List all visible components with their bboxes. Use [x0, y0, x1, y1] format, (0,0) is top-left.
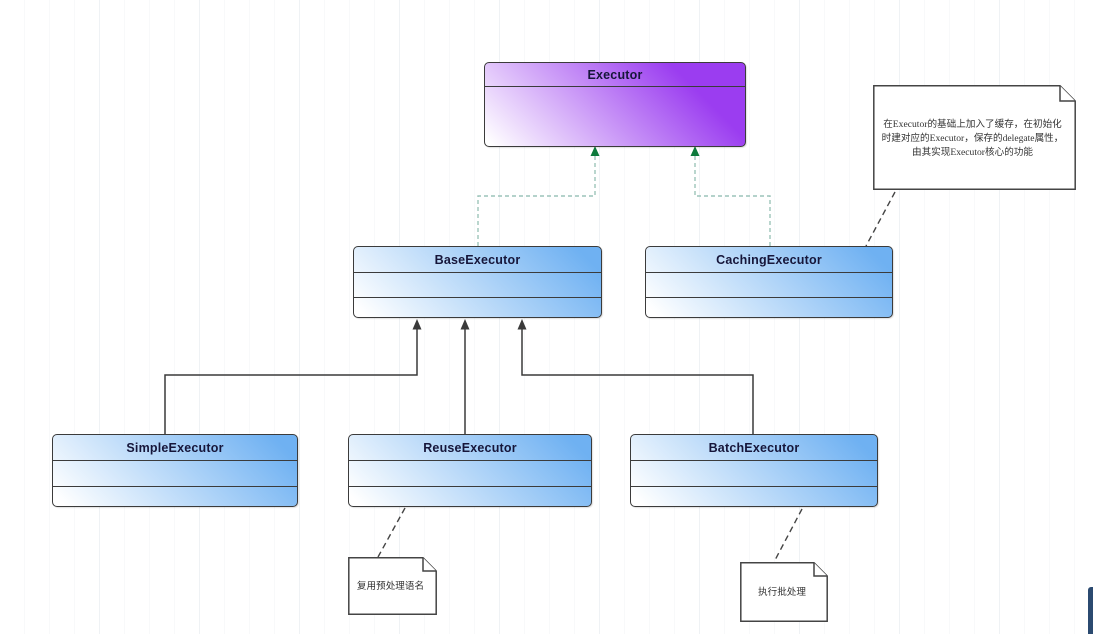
note-shape: [873, 85, 1076, 190]
note-shape: [740, 562, 828, 622]
class-name-label: BaseExecutor: [434, 252, 521, 267]
note-link-reuse: [377, 507, 406, 558]
realization-arrowhead: [590, 146, 600, 156]
attributes-compartment: [354, 272, 601, 297]
class-title-compartment: BatchExecutor: [631, 435, 877, 460]
methods-compartment: [646, 297, 892, 316]
class-simple-executor[interactable]: SimpleExecutor: [52, 434, 298, 507]
generalization-batch-to-base: [521, 329, 754, 434]
class-base-executor[interactable]: BaseExecutor: [353, 246, 602, 318]
class-title-compartment: SimpleExecutor: [53, 435, 297, 460]
note-link-caching: [865, 191, 896, 247]
methods-compartment: [631, 486, 877, 505]
class-title-compartment: CachingExecutor: [646, 247, 892, 272]
class-name-label: BatchExecutor: [708, 440, 800, 455]
methods-compartment: [349, 486, 591, 505]
attributes-compartment: [349, 460, 591, 486]
generalization-arrowhead: [460, 319, 470, 330]
class-title-compartment: ReuseExecutor: [349, 435, 591, 460]
class-title-compartment: BaseExecutor: [354, 247, 601, 272]
realization-base-to-executor: [477, 155, 596, 246]
class-name-label: Executor: [587, 67, 643, 82]
methods-compartment: [354, 297, 601, 316]
note-text: 执行批处理: [758, 586, 806, 598]
class-executor[interactable]: Executor: [484, 62, 746, 147]
realization-caching-to-executor: [694, 155, 771, 246]
class-reuse-executor[interactable]: ReuseExecutor: [348, 434, 592, 507]
attributes-compartment: [646, 272, 892, 297]
vertical-scrollbar-thumb[interactable]: [1088, 587, 1093, 634]
generalization-arrowhead: [412, 319, 422, 330]
class-name-label: CachingExecutor: [716, 252, 822, 267]
note-batch-description[interactable]: 执行批处理: [740, 562, 828, 622]
generalization-arrowhead: [517, 319, 527, 330]
attributes-compartment: [631, 460, 877, 486]
note-text: 复用预处理语名: [356, 580, 425, 592]
note-caching-description[interactable]: 在Executor的基础上加入了缓存，在初始化时建对应的Executor，保存的…: [873, 85, 1076, 190]
generalization-simple-to-base: [164, 329, 418, 434]
methods-compartment: [53, 486, 297, 505]
class-caching-executor[interactable]: CachingExecutor: [645, 246, 893, 318]
attributes-compartment: [53, 460, 297, 486]
class-body-compartment: [485, 86, 745, 144]
class-name-label: ReuseExecutor: [423, 440, 517, 455]
class-title-compartment: Executor: [485, 63, 745, 86]
note-reuse-description[interactable]: 复用预处理语名: [348, 557, 437, 615]
note-shape: [348, 557, 437, 615]
realization-arrowhead: [690, 146, 700, 156]
note-link-batch: [773, 508, 803, 563]
note-text: 在Executor的基础上加入了缓存，在初始化时建对应的Executor，保存的…: [881, 118, 1064, 158]
class-batch-executor[interactable]: BatchExecutor: [630, 434, 878, 507]
class-name-label: SimpleExecutor: [126, 440, 224, 455]
